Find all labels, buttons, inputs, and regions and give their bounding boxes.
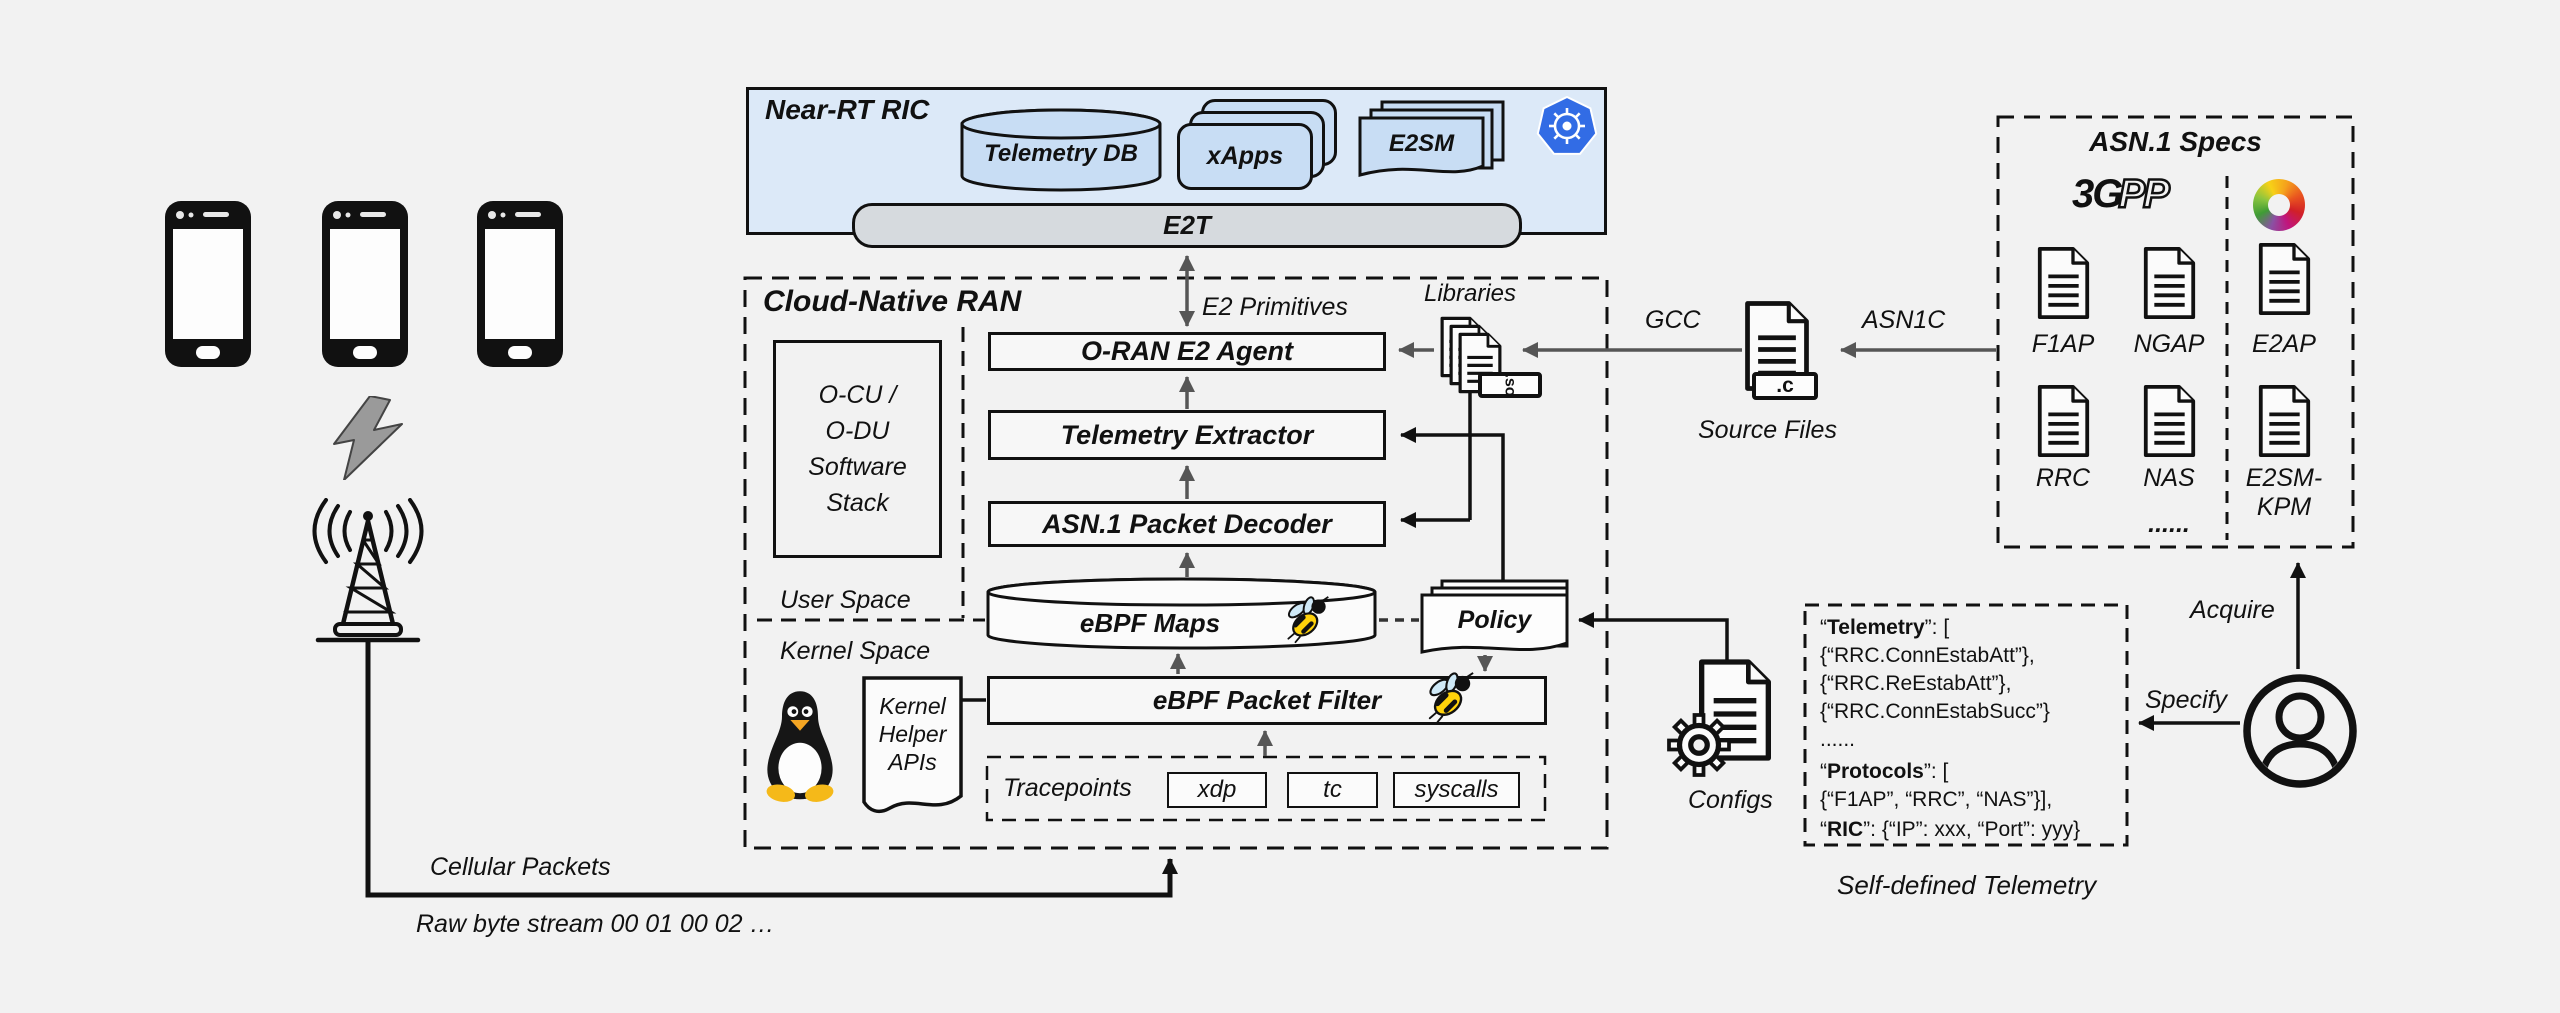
ocu-line: O-DU xyxy=(825,417,890,445)
specify-label: Specify xyxy=(2145,686,2227,714)
hook-syscalls-label: syscalls xyxy=(1414,776,1499,803)
spec-label-ngap: NGAP xyxy=(2133,330,2205,358)
xapps-card: xApps xyxy=(1177,123,1313,190)
kernel-helper-line: APIs xyxy=(888,749,937,775)
ebpf-maps-label: eBPF Maps xyxy=(1079,608,1221,638)
spec-doc-icon xyxy=(2141,384,2198,458)
telemetry-config-box: “Telemetry”: [ {“RRC.ConnEstabAtt”}, {“R… xyxy=(1820,614,2118,844)
threegpp-logo-outline: PP xyxy=(2117,171,2171,218)
cellular-packets-label: Cellular Packets xyxy=(430,853,611,881)
asn1-packet-decoder-box: ASN.1 Packet Decoder xyxy=(988,501,1386,547)
spec-label-rrc: RRC xyxy=(2035,464,2091,492)
ebpf-filter-bee-icon xyxy=(1424,672,1476,724)
asn1-specs-title: ASN.1 Specs xyxy=(2089,126,2262,157)
libraries-label: Libraries xyxy=(1423,280,1517,307)
config-line: “Protocols”: [ xyxy=(1820,760,1949,783)
configs-label: Configs xyxy=(1688,786,1773,814)
gcc-label: GCC xyxy=(1645,306,1701,334)
ocu-line: O-CU / xyxy=(818,381,897,409)
spec-doc-icon xyxy=(2141,246,2198,320)
so-tag-label: .so xyxy=(1502,373,1519,397)
telemetry-extractor-label: Telemetry Extractor xyxy=(1060,419,1314,450)
kernel-helper-line: Helper xyxy=(878,721,947,747)
config-line: ...... xyxy=(1820,728,1856,751)
config-line: “Telemetry”: [ xyxy=(1820,616,1950,639)
e2t-label: E2T xyxy=(1163,210,1211,240)
e2sm-label: E2SM xyxy=(1388,130,1455,157)
self-defined-telemetry-label: Self-defined Telemetry xyxy=(1837,870,2097,900)
oran-e2-agent-label: O-RAN E2 Agent xyxy=(1080,336,1293,366)
c-file-tag: .c xyxy=(1752,372,1818,400)
ocu-line: Stack xyxy=(826,489,889,517)
spec-label-e2sm-kpm: E2SM- KPM xyxy=(2234,464,2334,522)
kernel-helper-line: Kernel xyxy=(879,693,946,719)
threegpp-logo-bold: 3G xyxy=(2072,172,2123,216)
spec-label-e2ap: E2AP xyxy=(2252,330,2316,358)
xapps-label: xApps xyxy=(1206,142,1284,170)
hook-xdp-label: xdp xyxy=(1197,776,1237,803)
asn1c-label: ASN1C xyxy=(1862,306,1946,334)
so-file-tag: .so xyxy=(1478,372,1542,398)
oran-logo xyxy=(2253,179,2305,231)
e2sm-kpm-line: KPM xyxy=(2256,493,2312,521)
spec-doc-icon xyxy=(2256,384,2313,458)
telemetry-extractor-box: Telemetry Extractor xyxy=(988,410,1386,460)
oran-logo-hole xyxy=(2268,194,2290,216)
linux-tux-icon xyxy=(752,684,848,804)
raw-byte-stream-label: Raw byte stream 00 01 00 02 … xyxy=(416,910,775,938)
kernel-space-label: Kernel Space xyxy=(780,637,931,665)
telemetry-db-label: Telemetry DB xyxy=(984,140,1138,167)
configs-gear-icon xyxy=(1666,712,1732,778)
acquire-label: Acquire xyxy=(2190,596,2275,624)
phone-icon xyxy=(475,199,565,369)
policy-label: Policy xyxy=(1457,606,1532,634)
hook-syscalls: syscalls xyxy=(1393,772,1520,808)
ocu-odu-box: O-CU / O-DU Software Stack xyxy=(773,340,942,558)
e2t-bar: E2T xyxy=(852,203,1522,248)
phone-icon xyxy=(163,199,253,369)
config-line: “RIC”: {“IP”: xxx, “Port”: yyy} xyxy=(1820,818,2081,841)
oran-e2-agent-box: O-RAN E2 Agent xyxy=(988,332,1386,371)
ebpf-packet-filter-label: eBPF Packet Filter xyxy=(1152,685,1382,715)
asn1-packet-decoder-label: ASN.1 Packet Decoder xyxy=(1042,508,1332,539)
hook-xdp: xdp xyxy=(1167,772,1267,808)
e2-primitives-label: E2 Primitives xyxy=(1202,293,1348,321)
tracepoints-label: Tracepoints xyxy=(1003,774,1132,802)
config-line: {“F1AP”, “RRC”, “NAS”}], xyxy=(1820,788,2053,811)
phone-icon xyxy=(320,199,410,369)
config-line: {“RRC.ConnEstabSucc”} xyxy=(1820,700,2050,723)
spec-doc-icon xyxy=(2035,246,2092,320)
cloud-native-ran-title: Cloud-Native RAN xyxy=(763,285,1022,318)
c-tag-label: .c xyxy=(1776,374,1794,397)
hook-tc-label: tc xyxy=(1323,776,1342,803)
config-line: {“RRC.ConnEstabAtt”}, xyxy=(1820,644,2035,667)
spec-label-nas: NAS xyxy=(2143,464,2195,492)
near-rt-ric-title: Near-RT RIC xyxy=(765,94,930,125)
threegpp-logo: 3GPP xyxy=(2072,171,2171,218)
lightning-icon xyxy=(333,396,403,480)
user-space-label: User Space xyxy=(780,586,911,614)
cell-tower-icon xyxy=(312,498,424,643)
config-line: {“RRC.ReEstabAtt”}, xyxy=(1820,672,2012,695)
hook-tc: tc xyxy=(1287,772,1378,808)
specs-ellipsis: ...... xyxy=(2148,510,2190,538)
kernel-helper-apis-label: Kernel Helper APIs xyxy=(864,692,961,776)
spec-doc-icon xyxy=(2035,384,2092,458)
ebpf-bee-icon xyxy=(1283,596,1331,644)
e2sm-kpm-line: E2SM- xyxy=(2245,464,2323,492)
spec-label-f1ap: F1AP xyxy=(2031,330,2095,358)
ocu-line: Software xyxy=(808,453,907,481)
user-person-icon xyxy=(2243,674,2357,788)
spec-doc-icon xyxy=(2256,242,2313,316)
kubernetes-icon xyxy=(1535,95,1599,159)
source-files-label: Source Files xyxy=(1698,416,1837,444)
